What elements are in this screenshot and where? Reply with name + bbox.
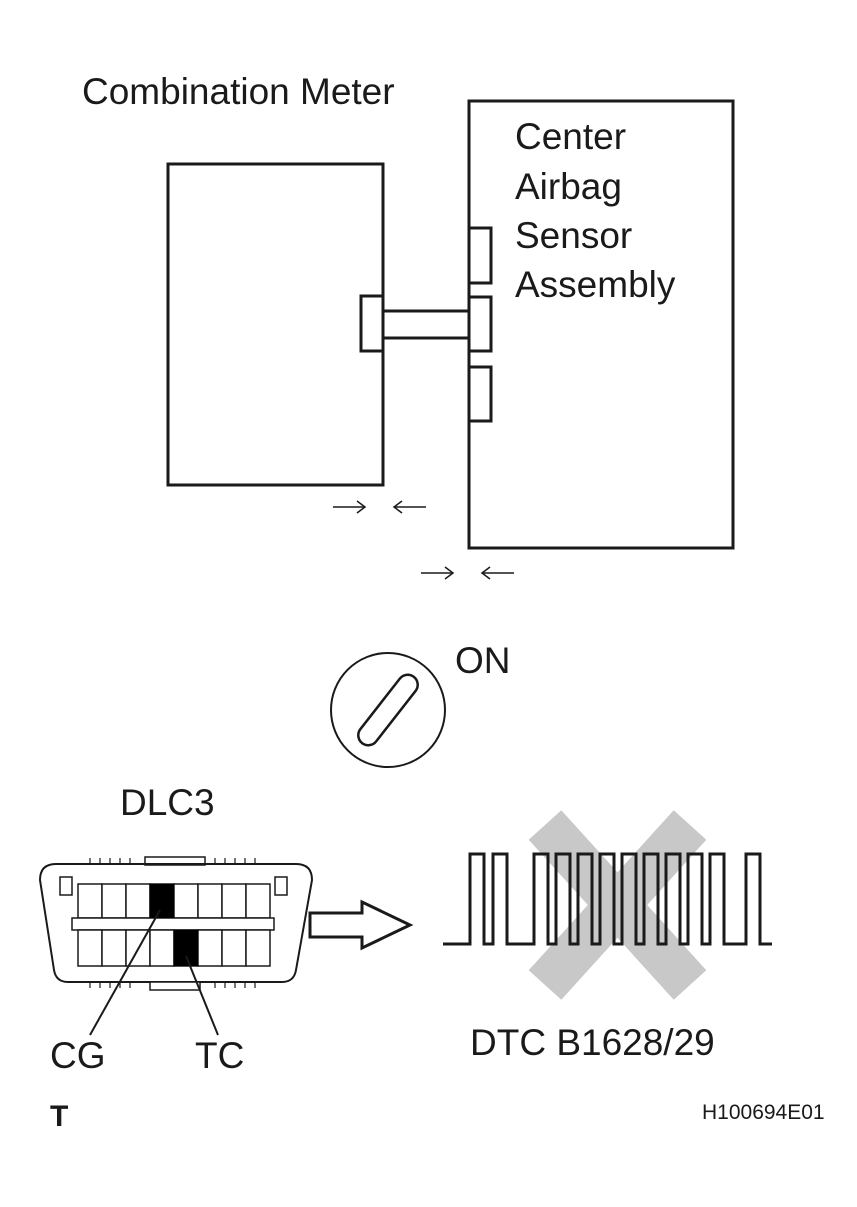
dtc-pulse-waveform — [443, 852, 772, 946]
ignition-on-label: ON — [455, 640, 511, 681]
figure-id: H100694E01 — [702, 1101, 825, 1124]
dlc3-label: DLC3 — [120, 782, 215, 823]
cg-label: CG — [50, 1035, 106, 1076]
alignment-arrows-meter — [333, 500, 426, 514]
cg-leader-line — [89, 909, 161, 1036]
airbag-connector-2 — [467, 295, 493, 353]
combination-meter-label: Combination Meter — [82, 71, 395, 112]
tc-leader-line — [185, 955, 219, 1036]
tc-label: TC — [195, 1035, 244, 1076]
airbag-connector-1 — [467, 226, 493, 285]
airbag-label-line-4: Assembly — [515, 264, 676, 305]
airbag-label-line-1: Center — [515, 116, 626, 157]
ignition-key-icon — [330, 652, 446, 768]
airbag-connector-3 — [467, 365, 493, 423]
arrow-right-icon — [308, 899, 414, 951]
dlc3-connector — [38, 856, 314, 991]
combination-meter-box — [166, 162, 385, 487]
cg-terminal — [150, 884, 174, 918]
tc-terminal — [174, 930, 198, 966]
corner-mark: T — [50, 1100, 68, 1133]
cross-mark-icon — [528, 810, 707, 1000]
dtc-label: DTC B1628/29 — [470, 1022, 715, 1063]
meter-connector — [359, 294, 385, 353]
dlc3-upper-row — [77, 883, 271, 919]
airbag-label-line-3: Sensor — [515, 215, 632, 256]
alignment-arrows-airbag — [421, 566, 514, 580]
airbag-label-line-2: Airbag — [515, 166, 622, 207]
